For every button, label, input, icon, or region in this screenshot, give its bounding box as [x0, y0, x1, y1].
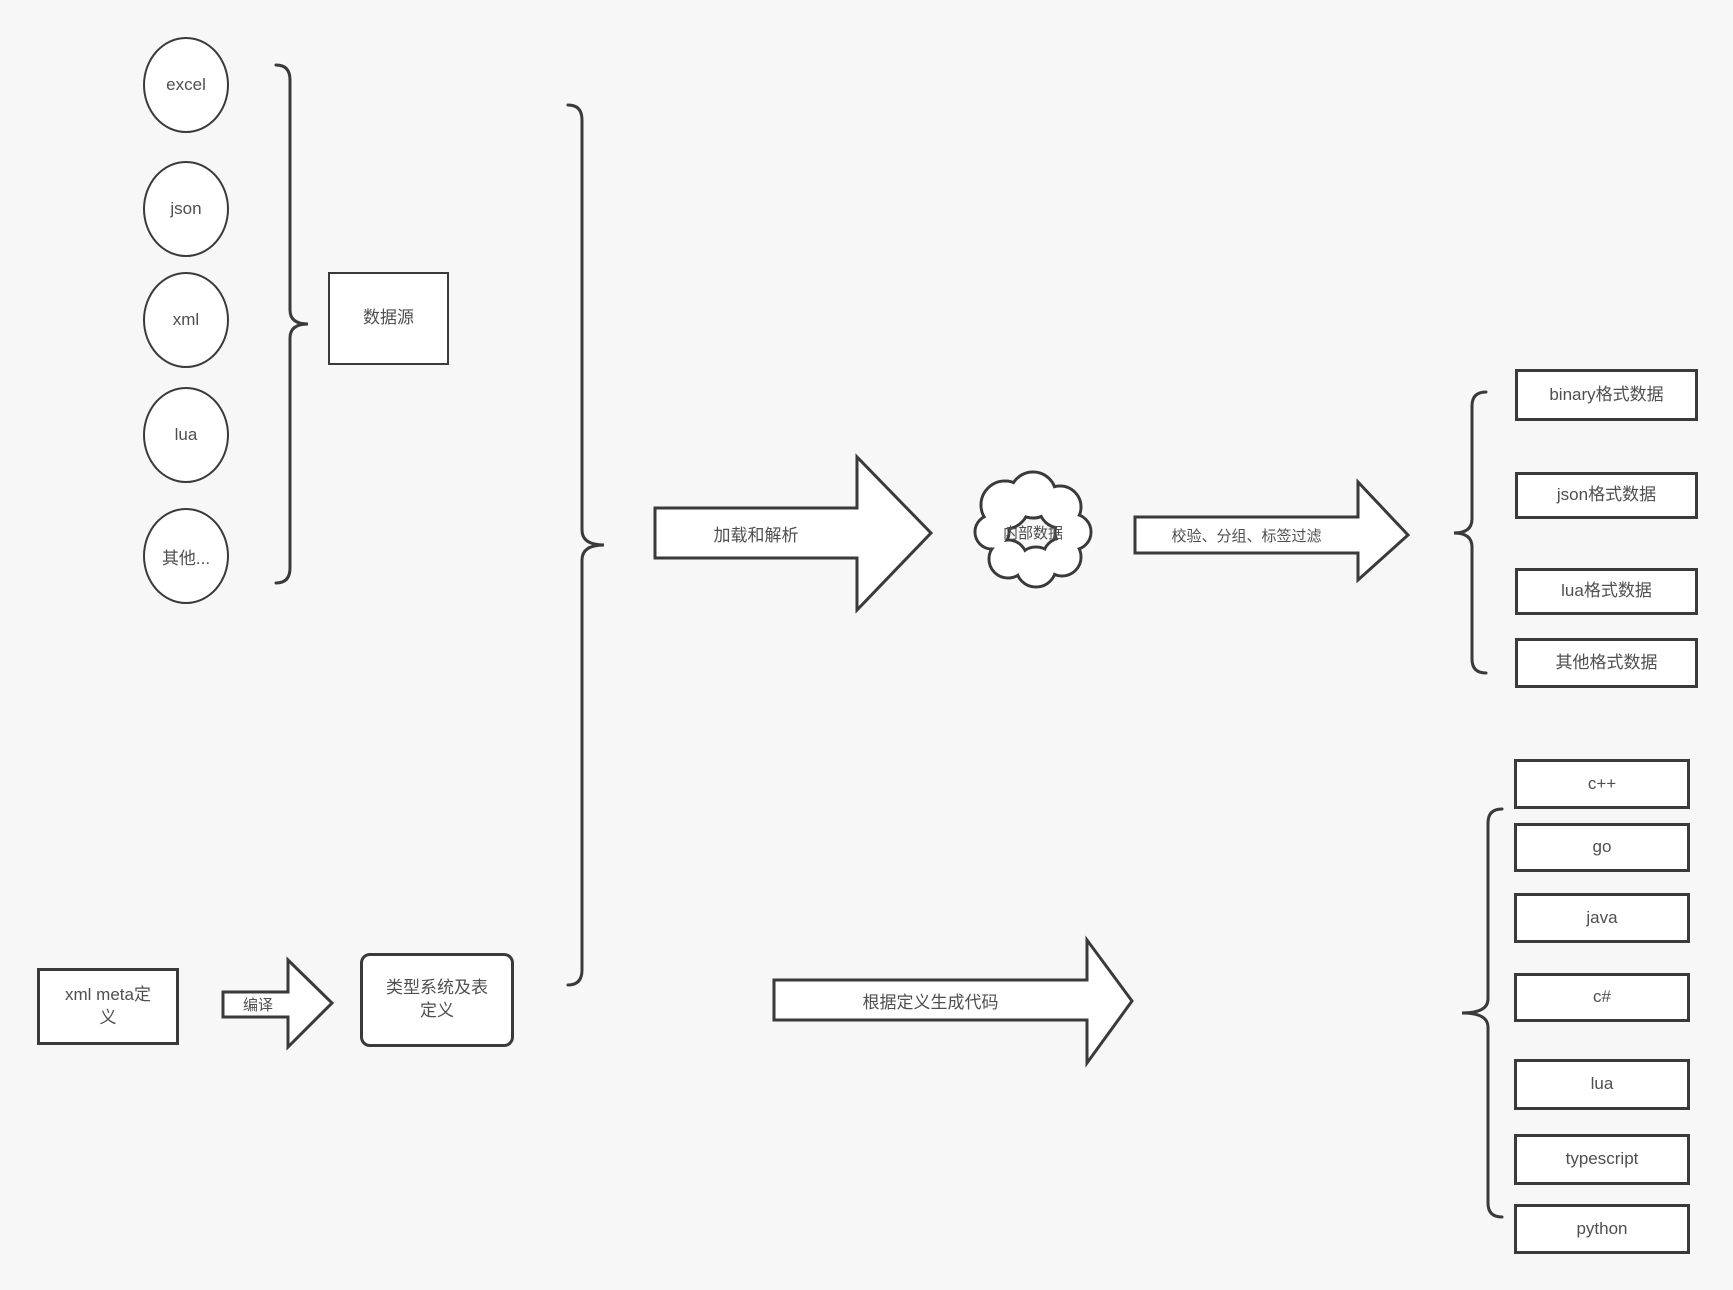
filter-arrow-label: 校验、分组、标签过滤: [1171, 527, 1322, 545]
source-circle-lua: lua: [143, 387, 229, 483]
load-parse-arrow: [653, 453, 934, 614]
internal-data-cloud-label: 内部数据: [1002, 524, 1063, 542]
source-circle-lua-label: lua: [174, 425, 198, 444]
sources-brace: [274, 63, 309, 585]
generate-code-arrow-label: 根据定义生成代码: [862, 992, 999, 1012]
data-source-box: 数据源: [328, 272, 449, 365]
internal-data-cloud: [973, 470, 1093, 589]
lang-box-cpp: c++: [1514, 759, 1690, 809]
format-box-binary-label: binary格式数据: [1549, 384, 1664, 404]
data-source-box-label: 数据源: [363, 308, 414, 328]
format-box-json-label: json格式数据: [1556, 485, 1657, 505]
filter-arrow: [1133, 478, 1411, 584]
lang-box-typescript-label: typescript: [1565, 1149, 1639, 1169]
xml-meta-box: xml meta定义: [37, 968, 179, 1045]
lang-box-csharp: c#: [1514, 973, 1690, 1022]
lang-box-java: java: [1514, 893, 1690, 943]
format-box-other: 其他格式数据: [1515, 638, 1698, 688]
main-brace: [566, 103, 605, 987]
xml-meta-box-label: xml meta定义: [65, 984, 151, 1027]
compile-arrow: [221, 956, 335, 1051]
lang-box-python: python: [1514, 1204, 1690, 1254]
source-circle-other: 其他...: [143, 508, 229, 604]
format-box-binary: binary格式数据: [1515, 369, 1698, 421]
lang-box-go: go: [1514, 823, 1690, 872]
source-circle-xml-label: xml: [172, 310, 200, 329]
generate-code-arrow: [772, 935, 1134, 1068]
lang-box-csharp-label: c#: [1593, 987, 1611, 1007]
lang-box-lua-label: lua: [1590, 1074, 1614, 1094]
lang-box-typescript: typescript: [1514, 1134, 1690, 1185]
type-system-box-label: 类型系统及表定义: [386, 978, 488, 1020]
source-circle-excel: excel: [143, 37, 229, 133]
lang-box-cpp-label: c++: [1587, 773, 1617, 793]
lang-box-go-label: go: [1592, 837, 1612, 857]
format-box-json: json格式数据: [1515, 472, 1698, 519]
source-circle-xml: xml: [143, 272, 229, 368]
source-circle-json: json: [143, 161, 229, 257]
format-box-other-label: 其他格式数据: [1555, 652, 1658, 672]
source-circle-other-label: 其他...: [161, 548, 211, 568]
lang-box-python-label: python: [1576, 1218, 1628, 1238]
source-circle-excel-label: excel: [166, 75, 206, 94]
type-system-box: 类型系统及表定义: [360, 953, 514, 1047]
format-box-lua: lua格式数据: [1515, 568, 1698, 615]
formats-brace: [1453, 390, 1488, 675]
lang-box-lua: lua: [1514, 1059, 1690, 1110]
load-parse-arrow-label: 加载和解析: [713, 525, 799, 545]
source-circle-json-label: json: [170, 199, 202, 218]
compile-arrow-label: 编译: [242, 996, 273, 1014]
format-box-lua-label: lua格式数据: [1561, 581, 1652, 601]
lang-box-java-label: java: [1586, 907, 1618, 927]
languages-brace: [1461, 807, 1504, 1219]
